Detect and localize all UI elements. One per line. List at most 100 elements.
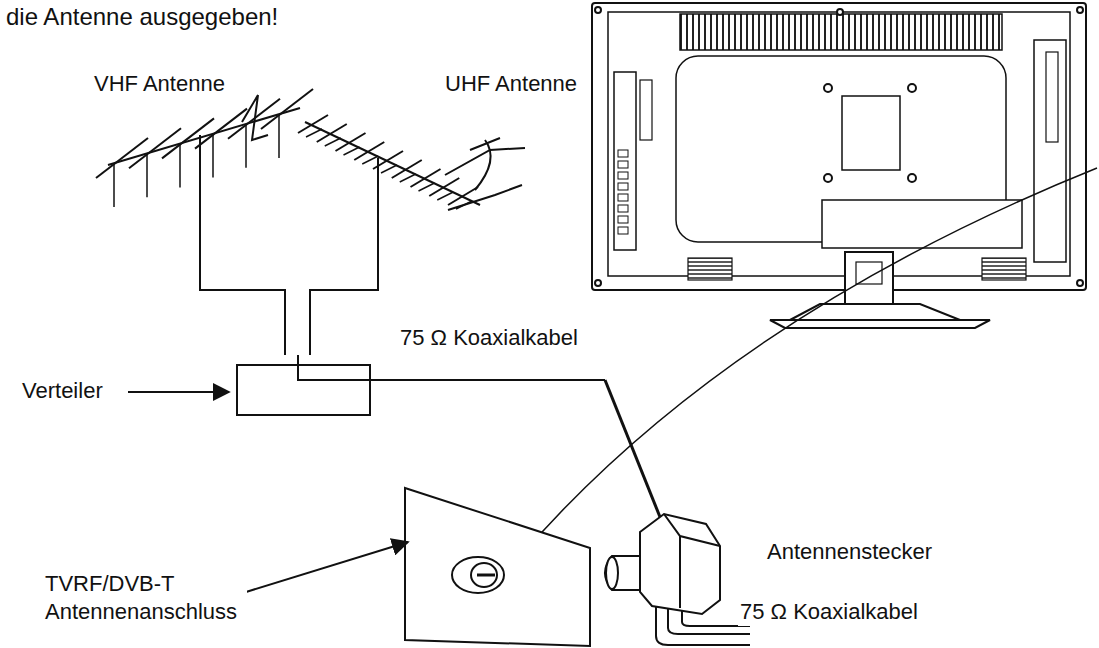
tv-back xyxy=(1034,40,1066,262)
vhf-antenna xyxy=(108,108,300,165)
uhf-antenna xyxy=(298,115,328,133)
wall-socket xyxy=(452,557,504,593)
uhf-antenna xyxy=(298,115,478,209)
tv-back xyxy=(614,72,636,250)
antenna-plug xyxy=(679,536,681,608)
vhf-antenna xyxy=(162,118,214,158)
vhf-antenna xyxy=(195,109,247,149)
antenna-plug xyxy=(640,514,720,614)
uhf-antenna xyxy=(419,183,435,191)
tv-back xyxy=(595,280,601,286)
uhf-antenna xyxy=(298,115,525,290)
uhf-antenna xyxy=(411,169,441,187)
part-label: UHF Antenne xyxy=(443,70,579,98)
tv-buttons xyxy=(618,194,628,201)
uhf-antenna xyxy=(373,151,403,169)
vhf-antenna xyxy=(179,144,181,187)
tv-back xyxy=(680,14,1002,50)
tv-buttons xyxy=(618,172,628,179)
tv-back xyxy=(608,12,1070,276)
tv-buttons xyxy=(618,216,628,223)
tv-buttons xyxy=(618,150,628,157)
tv-back xyxy=(822,200,1022,248)
uhf-antenna xyxy=(445,138,525,210)
part-label: TVRF/DVB-T Antennenanschluss xyxy=(43,570,247,625)
tv-back xyxy=(824,84,832,92)
uhf-antenna xyxy=(400,174,416,182)
uhf-antenna xyxy=(354,142,384,160)
tv-back xyxy=(908,174,916,182)
wall-socket xyxy=(405,488,590,646)
wall-socket xyxy=(477,574,495,577)
vhf-antenna xyxy=(212,135,214,178)
part-label: Antennenstecker xyxy=(765,538,934,566)
wall-socket xyxy=(471,563,497,587)
vhf-antenna xyxy=(278,115,280,158)
tv-back xyxy=(837,9,843,15)
antenna-cables xyxy=(310,215,378,355)
antenna-cables xyxy=(200,215,662,522)
uhf-antenna xyxy=(325,138,341,146)
leader-line xyxy=(246,542,408,592)
antenna-cables xyxy=(605,380,662,522)
tv-buttons xyxy=(618,205,628,212)
tv-back xyxy=(842,96,900,170)
uhf-antenna xyxy=(392,160,422,178)
tv-back xyxy=(824,174,832,182)
antenna-cables xyxy=(298,355,605,380)
part-label: VHF Antenne xyxy=(92,70,227,98)
uhf-antenna xyxy=(381,165,397,173)
vhf-antenna xyxy=(113,164,115,207)
tv-back xyxy=(1077,280,1083,286)
tv-back xyxy=(982,258,1026,280)
vhf-antenna xyxy=(146,154,148,197)
antenna-plug xyxy=(605,514,750,645)
tv-stand xyxy=(770,320,990,328)
tv-back xyxy=(1046,52,1058,142)
tv-buttons xyxy=(618,150,628,234)
uhf-antenna xyxy=(362,156,378,164)
tv-back xyxy=(688,258,732,280)
vhf-antenna xyxy=(228,99,280,139)
uhf-antenna xyxy=(336,133,366,151)
vhf-antenna xyxy=(245,125,247,168)
tv-buttons xyxy=(618,183,628,190)
uhf-antenna xyxy=(475,140,491,190)
uhf-antenna xyxy=(437,192,453,200)
tv-buttons xyxy=(618,161,628,168)
leader-line xyxy=(128,391,229,393)
antenna-plug xyxy=(664,514,720,546)
distributor-box xyxy=(237,365,370,415)
connection-arrow xyxy=(512,168,1097,566)
vhf-antenna xyxy=(96,89,313,207)
uhf-antenna xyxy=(305,122,480,205)
wall-socket xyxy=(405,488,590,646)
tv-stand xyxy=(790,304,960,320)
vhf-antenna xyxy=(96,138,148,178)
tv-back xyxy=(1077,7,1083,13)
vhf-antenna xyxy=(129,128,181,168)
tv-back xyxy=(592,3,1086,290)
uhf-antenna xyxy=(344,147,360,155)
antenna-cables xyxy=(200,215,285,355)
tv-back xyxy=(592,3,1086,290)
antenna-plug xyxy=(605,556,640,590)
heading-fragment: die Antenne ausgegeben! xyxy=(4,2,280,32)
tv-back xyxy=(908,84,916,92)
cable-label: 75 Ω Koaxialkabel xyxy=(398,324,580,352)
uhf-antenna xyxy=(429,178,459,196)
uhf-antenna xyxy=(306,129,322,137)
part-label: Verteiler xyxy=(20,377,105,405)
tv-buttons xyxy=(618,227,628,234)
antenna-plug xyxy=(606,557,618,589)
antenna-plug xyxy=(656,606,750,645)
vhf-antenna xyxy=(96,89,313,290)
tv-back xyxy=(595,7,601,13)
tv-back xyxy=(640,80,652,140)
uhf-antenna xyxy=(456,201,472,209)
cable-label: 75 Ω Koaxialkabel xyxy=(738,598,920,626)
tv-stand xyxy=(856,262,882,284)
uhf-antenna xyxy=(448,187,478,205)
uhf-antenna xyxy=(317,124,347,142)
